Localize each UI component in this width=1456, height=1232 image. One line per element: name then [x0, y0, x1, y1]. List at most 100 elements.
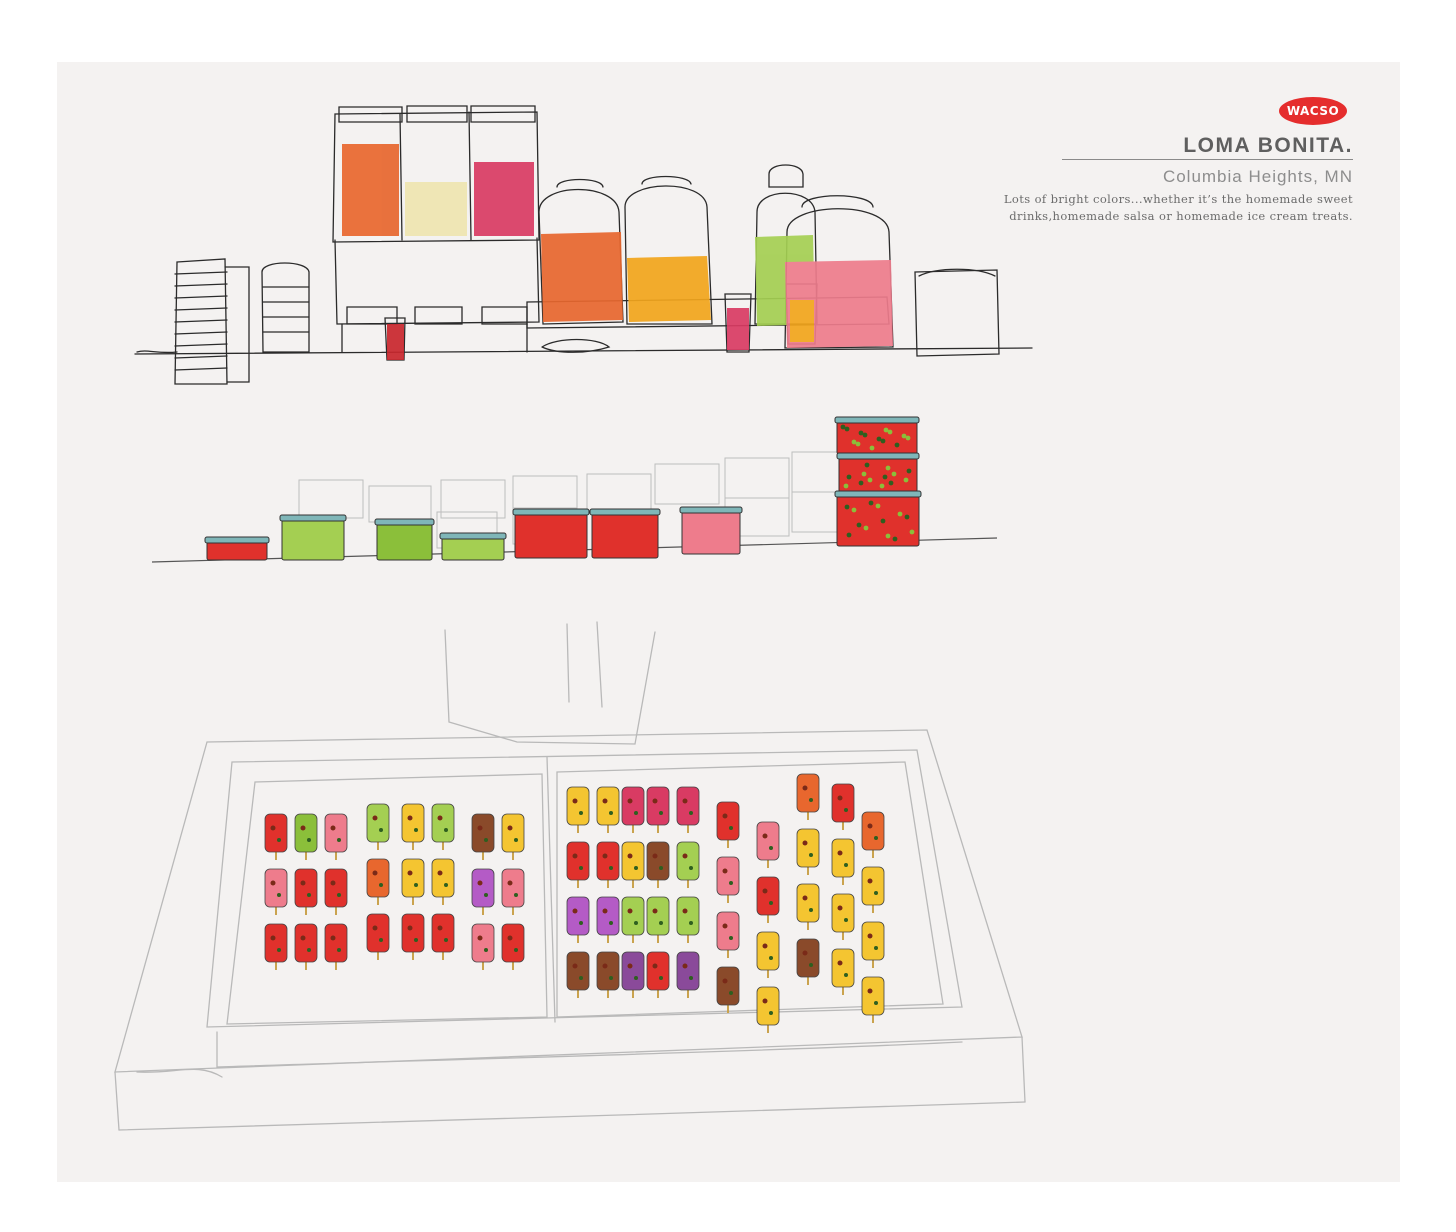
popsicle — [471, 813, 495, 853]
salsa-speckle — [885, 465, 891, 471]
fruit-chunk — [689, 921, 693, 925]
fruit-chunk — [507, 825, 513, 831]
salsa-tub-lid — [374, 518, 435, 526]
salsa-tub — [514, 513, 588, 559]
popsicle — [796, 883, 820, 923]
fruit-chunk — [372, 925, 378, 931]
shop-location: Columbia Heights, MN — [1162, 167, 1353, 186]
fruit-chunk — [270, 825, 276, 831]
fruit-chunk — [437, 815, 443, 821]
salsa-speckle — [868, 500, 874, 506]
fruit-chunk — [514, 948, 518, 952]
triple-drink-dispenser — [332, 105, 540, 353]
orange-jar-fill — [541, 232, 623, 322]
salsa-speckle — [901, 433, 907, 439]
salsa-shelf-sketch — [151, 416, 998, 563]
fruit-chunk — [579, 811, 583, 815]
fruit-chunk — [602, 908, 608, 914]
jamaica-drink — [474, 162, 534, 236]
fruit-chunk — [579, 866, 583, 870]
napkin-scribble — [541, 338, 611, 353]
popsicle — [366, 913, 390, 953]
ice-cream-pops — [264, 773, 885, 1033]
fruit-chunk — [634, 921, 638, 925]
fruit-chunk — [484, 893, 488, 897]
salsa-speckle — [840, 424, 846, 430]
salsa-speckle — [880, 438, 886, 444]
fruit-chunk — [514, 893, 518, 897]
fruit-chunk — [330, 880, 336, 886]
fruit-chunk — [307, 893, 311, 897]
salsa-tub — [441, 537, 505, 561]
salsa-speckle — [882, 474, 888, 480]
salsa-tub-lid — [589, 508, 661, 516]
popsicle — [264, 923, 288, 963]
fruit-chunk — [484, 948, 488, 952]
fruit-chunk — [477, 825, 483, 831]
salsa-tub — [376, 523, 433, 561]
fruit-chunk — [407, 870, 413, 876]
popsicle — [676, 896, 700, 936]
fruit-chunk — [330, 825, 336, 831]
fruit-chunk — [414, 938, 418, 942]
fruit-chunk — [609, 866, 613, 870]
popsicle — [861, 976, 885, 1016]
fruit-chunk — [572, 798, 578, 804]
popsicle — [796, 828, 820, 868]
fruit-chunk — [634, 811, 638, 815]
salsa-tub-lid — [279, 514, 347, 522]
fruit-chunk — [874, 891, 878, 895]
salsa-speckle — [897, 511, 903, 517]
title-divider — [1062, 159, 1353, 160]
fruit-chunk — [682, 853, 688, 859]
fruit-chunk — [307, 838, 311, 842]
fruit-chunk — [659, 866, 663, 870]
fruit-chunk — [874, 1001, 878, 1005]
fruit-chunk — [867, 933, 873, 939]
fruit-chunk — [444, 938, 448, 942]
fruit-chunk — [337, 838, 341, 842]
fruit-chunk — [379, 938, 383, 942]
fruit-chunk — [844, 973, 848, 977]
salsa-speckle — [875, 503, 881, 509]
fruit-chunk — [484, 838, 488, 842]
popsicle — [324, 868, 348, 908]
fruit-chunk — [837, 795, 843, 801]
popsicle — [831, 838, 855, 878]
soda-can-fill — [387, 324, 404, 360]
popsicle — [566, 896, 590, 936]
salsa-tub-lid — [679, 506, 743, 514]
salsa-speckle — [861, 471, 867, 477]
stacked-plates — [174, 258, 310, 385]
popsicle — [366, 858, 390, 898]
popsicle — [796, 938, 820, 978]
fruit-chunk — [837, 905, 843, 911]
popsicle — [716, 856, 740, 896]
fruit-chunk — [507, 935, 513, 941]
salsa-speckle — [906, 468, 912, 474]
salsa-speckle — [843, 483, 849, 489]
fruit-chunk — [682, 798, 688, 804]
salsa-speckle — [892, 536, 898, 542]
popsicle — [646, 896, 670, 936]
popsicle — [596, 951, 620, 991]
salsa-tub — [836, 495, 920, 547]
popsicle — [294, 813, 318, 853]
salsa-speckle — [851, 507, 857, 513]
popsicle — [501, 923, 525, 963]
salsa-speckle — [846, 532, 852, 538]
fruit-chunk — [602, 853, 608, 859]
popsicle — [566, 786, 590, 826]
popsicle — [646, 786, 670, 826]
salsa-speckle — [879, 483, 885, 489]
fruit-chunk — [609, 976, 613, 980]
salsa-speckle — [909, 529, 915, 535]
orange-drink — [342, 144, 399, 236]
shop-description: Lots of bright colors...whether it’s the… — [1003, 192, 1353, 223]
cup-fill — [727, 308, 749, 350]
popsicle — [861, 811, 885, 851]
popsicle — [861, 921, 885, 961]
popsicle — [431, 858, 455, 898]
fruit-chunk — [372, 815, 378, 821]
fruit-chunk — [837, 850, 843, 856]
